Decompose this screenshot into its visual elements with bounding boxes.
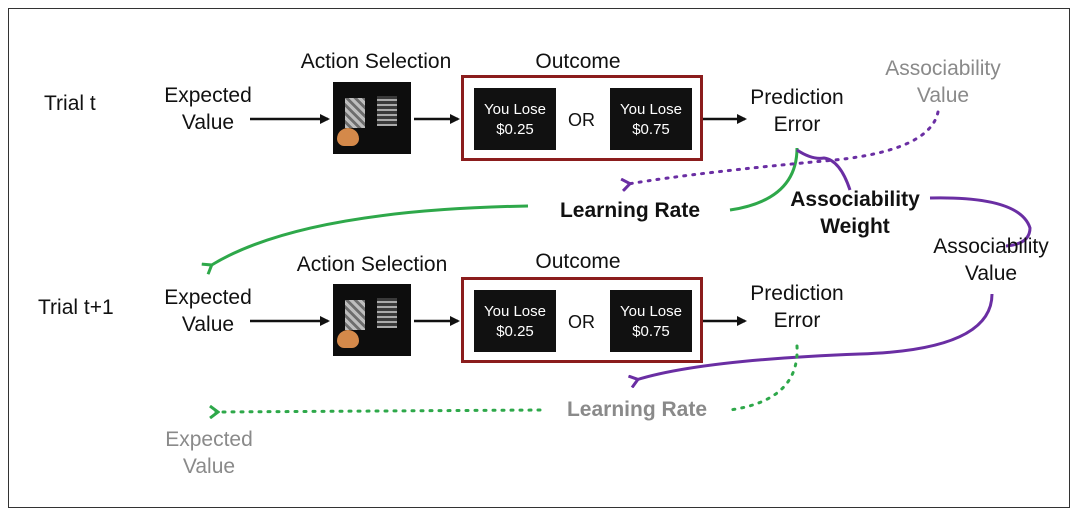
or-label-t: OR	[568, 110, 595, 130]
prediction-error-t1-line1: Prediction	[750, 282, 844, 305]
stimulus-left-image	[345, 98, 365, 128]
trial-t-label: Trial t	[44, 92, 96, 115]
action-selection-t1-label: Action Selection	[296, 253, 448, 276]
purple-curve-av-to-trial-t1	[636, 293, 994, 380]
hand-pointer-icon	[337, 330, 359, 348]
associability-value-t-line1: Associability	[885, 57, 1001, 80]
associability-weight-line1: Associability	[790, 188, 920, 211]
lose-card-a-t: You Lose $0.25	[474, 88, 556, 150]
lose-card-a-t-line1: You Lose	[483, 101, 546, 118]
outcome-t-label: Outcome	[535, 50, 621, 73]
expected-value-t1-line1: Expected	[164, 286, 252, 309]
figure-frame	[8, 8, 1070, 508]
learning-rate-bottom-label: Learning Rate	[566, 398, 708, 421]
expected-value-t-line1: Expected	[164, 84, 252, 107]
learning-rate-label: Learning Rate	[559, 199, 701, 222]
lose-card-b-t1-line2: $0.75	[632, 323, 670, 340]
hand-pointer-icon	[337, 128, 359, 146]
lose-card-b-t: You Lose $0.75	[610, 88, 692, 150]
associability-weight-line2: Weight	[820, 215, 890, 238]
outcome-t1-label: Outcome	[535, 250, 621, 273]
lose-card-b-t1: You Lose $0.75	[610, 290, 692, 352]
purple-brace-weight	[796, 148, 852, 191]
associability-value-middle-line1: Associability	[933, 235, 1049, 258]
outcome-box-t1: You Lose $0.25 OR You Lose $0.75	[461, 277, 703, 363]
stimulus-right-image	[377, 96, 397, 126]
prediction-error-t-line2: Error	[773, 113, 821, 136]
stimulus-screen-t1	[333, 284, 411, 356]
or-label-t1: OR	[568, 312, 595, 332]
expected-value-t-line2: Value	[181, 111, 235, 134]
purple-curve-aw-to-av	[929, 196, 1032, 248]
lose-card-b-t-line1: You Lose	[619, 101, 682, 118]
prediction-error-t1-line2: Error	[773, 309, 821, 332]
stimulus-right-image	[377, 298, 397, 328]
expected-value-bottom-line2: Value	[182, 455, 236, 478]
expected-value-bottom-line1: Expected	[165, 428, 253, 451]
green-curve-pe-to-lr	[729, 147, 799, 212]
lose-card-a-t-line2: $0.25	[496, 121, 534, 138]
green-dotted-pe-to-lr	[728, 344, 799, 412]
associability-value-t-line2: Value	[916, 84, 970, 107]
green-dotted-lr-to-ev	[216, 410, 542, 412]
trial-t1-label: Trial t+1	[38, 296, 114, 319]
stimulus-left-image	[345, 300, 365, 330]
stimulus-screen-t	[333, 82, 411, 154]
purple-dotted-av-to-trial-t	[628, 110, 940, 184]
action-selection-t-label: Action Selection	[300, 50, 452, 73]
associability-value-middle-line2: Value	[964, 262, 1018, 285]
lose-card-a-t1: You Lose $0.25	[474, 290, 556, 352]
lose-card-a-t1-line1: You Lose	[483, 303, 546, 320]
expected-value-t1-line2: Value	[181, 313, 235, 336]
green-curve-lr-to-ev	[210, 204, 529, 266]
prediction-error-t-line1: Prediction	[750, 86, 844, 109]
outcome-box-t: You Lose $0.25 OR You Lose $0.75	[461, 75, 703, 161]
lose-card-b-t-line2: $0.75	[632, 121, 670, 138]
lose-card-a-t1-line2: $0.25	[496, 323, 534, 340]
lose-card-b-t1-line1: You Lose	[619, 303, 682, 320]
